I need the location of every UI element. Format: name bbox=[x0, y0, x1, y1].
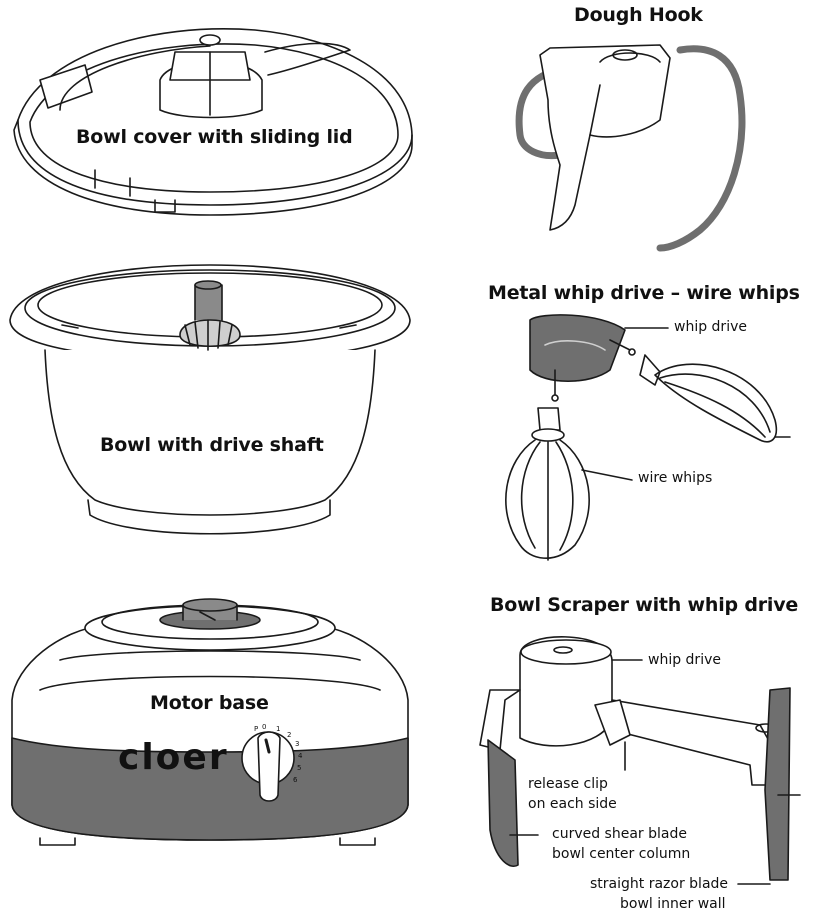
curved-blade-callout-line1: curved shear blade bbox=[552, 826, 687, 842]
bowl-label: Bowl with drive shaft bbox=[100, 434, 324, 456]
release-clip-callout-line2: on each side bbox=[528, 796, 617, 812]
curved-blade-callout-line2: bowl center column bbox=[552, 846, 691, 862]
bowl-cover-drawing bbox=[13, 28, 413, 216]
bowl-cover-label: Bowl cover with sliding lid bbox=[76, 126, 353, 148]
scraper-whip-drive-callout: whip drive bbox=[648, 652, 721, 668]
dial-mark-2: 2 bbox=[287, 731, 291, 739]
motor-base-drawing bbox=[11, 598, 409, 846]
metal-whip-title: Metal whip drive – wire whips bbox=[488, 282, 800, 304]
dial-mark-1: 1 bbox=[276, 725, 280, 733]
motor-base-label: Motor base bbox=[150, 692, 269, 714]
dial-mark-3: 3 bbox=[295, 740, 299, 748]
metal-whip-drawing bbox=[505, 314, 791, 561]
dough-hook-drawing bbox=[515, 44, 746, 252]
straight-blade-callout-line2: bowl inner wall bbox=[620, 896, 726, 912]
whip-drive-callout: whip drive bbox=[674, 319, 747, 335]
release-clip-callout-line1: release clip bbox=[528, 776, 608, 792]
scraper-title: Bowl Scraper with whip drive bbox=[490, 594, 799, 616]
wire-whips-callout: wire whips bbox=[638, 470, 713, 486]
dial-mark-0: 0 bbox=[262, 723, 266, 731]
dial-mark-4: 4 bbox=[298, 752, 303, 760]
dial-mark-p: P bbox=[254, 725, 258, 733]
straight-blade-callout-line1: straight razor blade bbox=[590, 876, 729, 892]
brand-logo: cloer bbox=[118, 737, 229, 778]
bowl-drawing bbox=[9, 264, 411, 535]
scraper-drawing bbox=[479, 636, 801, 885]
dial-mark-6: 6 bbox=[293, 776, 298, 784]
dial-marks: P 0 1 2 3 4 5 6 bbox=[254, 723, 303, 784]
dial-mark-5: 5 bbox=[297, 764, 301, 772]
dough-hook-title: Dough Hook bbox=[574, 4, 703, 26]
